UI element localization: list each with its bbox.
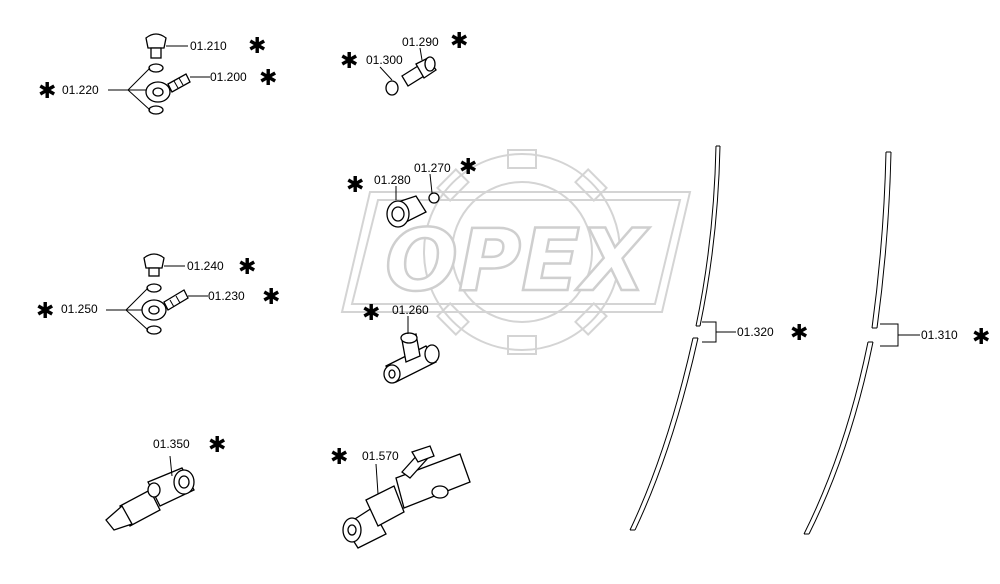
watermark-frame-outer xyxy=(340,191,692,313)
asterisk-01300: ✱ xyxy=(340,49,358,74)
part-01320-line xyxy=(629,145,721,531)
part-01250-washer-top xyxy=(146,283,162,293)
label-01320: 01.320 xyxy=(737,325,774,339)
label-01200: 01.200 xyxy=(210,70,247,84)
part-01240-bolt xyxy=(143,253,165,277)
part-01280-nut xyxy=(386,195,427,228)
watermark: OPEX xyxy=(340,149,692,355)
label-01250: 01.250 xyxy=(61,302,98,316)
asterisk-01260: ✱ xyxy=(362,301,380,326)
part-01230-screw xyxy=(163,289,189,311)
part-01300-oring xyxy=(385,80,399,96)
part-01350-cylinder xyxy=(105,467,195,531)
asterisk-01200: ✱ xyxy=(259,66,277,91)
asterisk-01240: ✱ xyxy=(238,255,256,280)
label-01260: 01.260 xyxy=(392,303,429,317)
part-01250-washer-bottom xyxy=(146,325,162,335)
part-01260-tee xyxy=(383,332,440,384)
asterisk-01350: ✱ xyxy=(208,433,226,458)
label-01210: 01.210 xyxy=(190,39,227,53)
part-01220-washer-top xyxy=(148,63,164,73)
asterisk-01320: ✱ xyxy=(790,321,808,346)
part-01200-screw xyxy=(167,73,191,93)
part-01210-bolt xyxy=(145,33,167,59)
label-01280: 01.280 xyxy=(374,173,411,187)
label-01220: 01.220 xyxy=(62,83,99,97)
part-01220-washer-bottom xyxy=(148,105,164,115)
label-01310: 01.310 xyxy=(921,328,958,342)
part-01310-line xyxy=(803,151,892,535)
part-01570-master-cylinder xyxy=(342,445,471,549)
label-01270: 01.270 xyxy=(414,161,451,175)
asterisk-01290: ✱ xyxy=(450,29,468,54)
asterisk-01210: ✱ xyxy=(248,34,266,59)
watermark-text: OPEX xyxy=(385,211,650,311)
label-01240: 01.240 xyxy=(187,259,224,273)
asterisk-01570: ✱ xyxy=(330,445,348,470)
asterisk-01250: ✱ xyxy=(36,299,54,324)
part-01220-banjo xyxy=(145,81,171,103)
part-01250-banjo xyxy=(141,299,167,321)
watermark-frame-inner xyxy=(350,199,682,305)
label-01290: 01.290 xyxy=(402,35,439,49)
asterisk-01270: ✱ xyxy=(459,155,477,180)
label-01570: 01.570 xyxy=(362,449,399,463)
part-01270-plug xyxy=(428,192,440,204)
part-01290-union xyxy=(401,56,437,87)
asterisk-01310: ✱ xyxy=(972,325,990,350)
asterisk-01220: ✱ xyxy=(38,79,56,104)
label-01350: 01.350 xyxy=(153,437,190,451)
asterisk-01230: ✱ xyxy=(262,285,280,310)
label-01230: 01.230 xyxy=(208,289,245,303)
label-01300: 01.300 xyxy=(366,53,403,67)
asterisk-01280: ✱ xyxy=(346,173,364,198)
